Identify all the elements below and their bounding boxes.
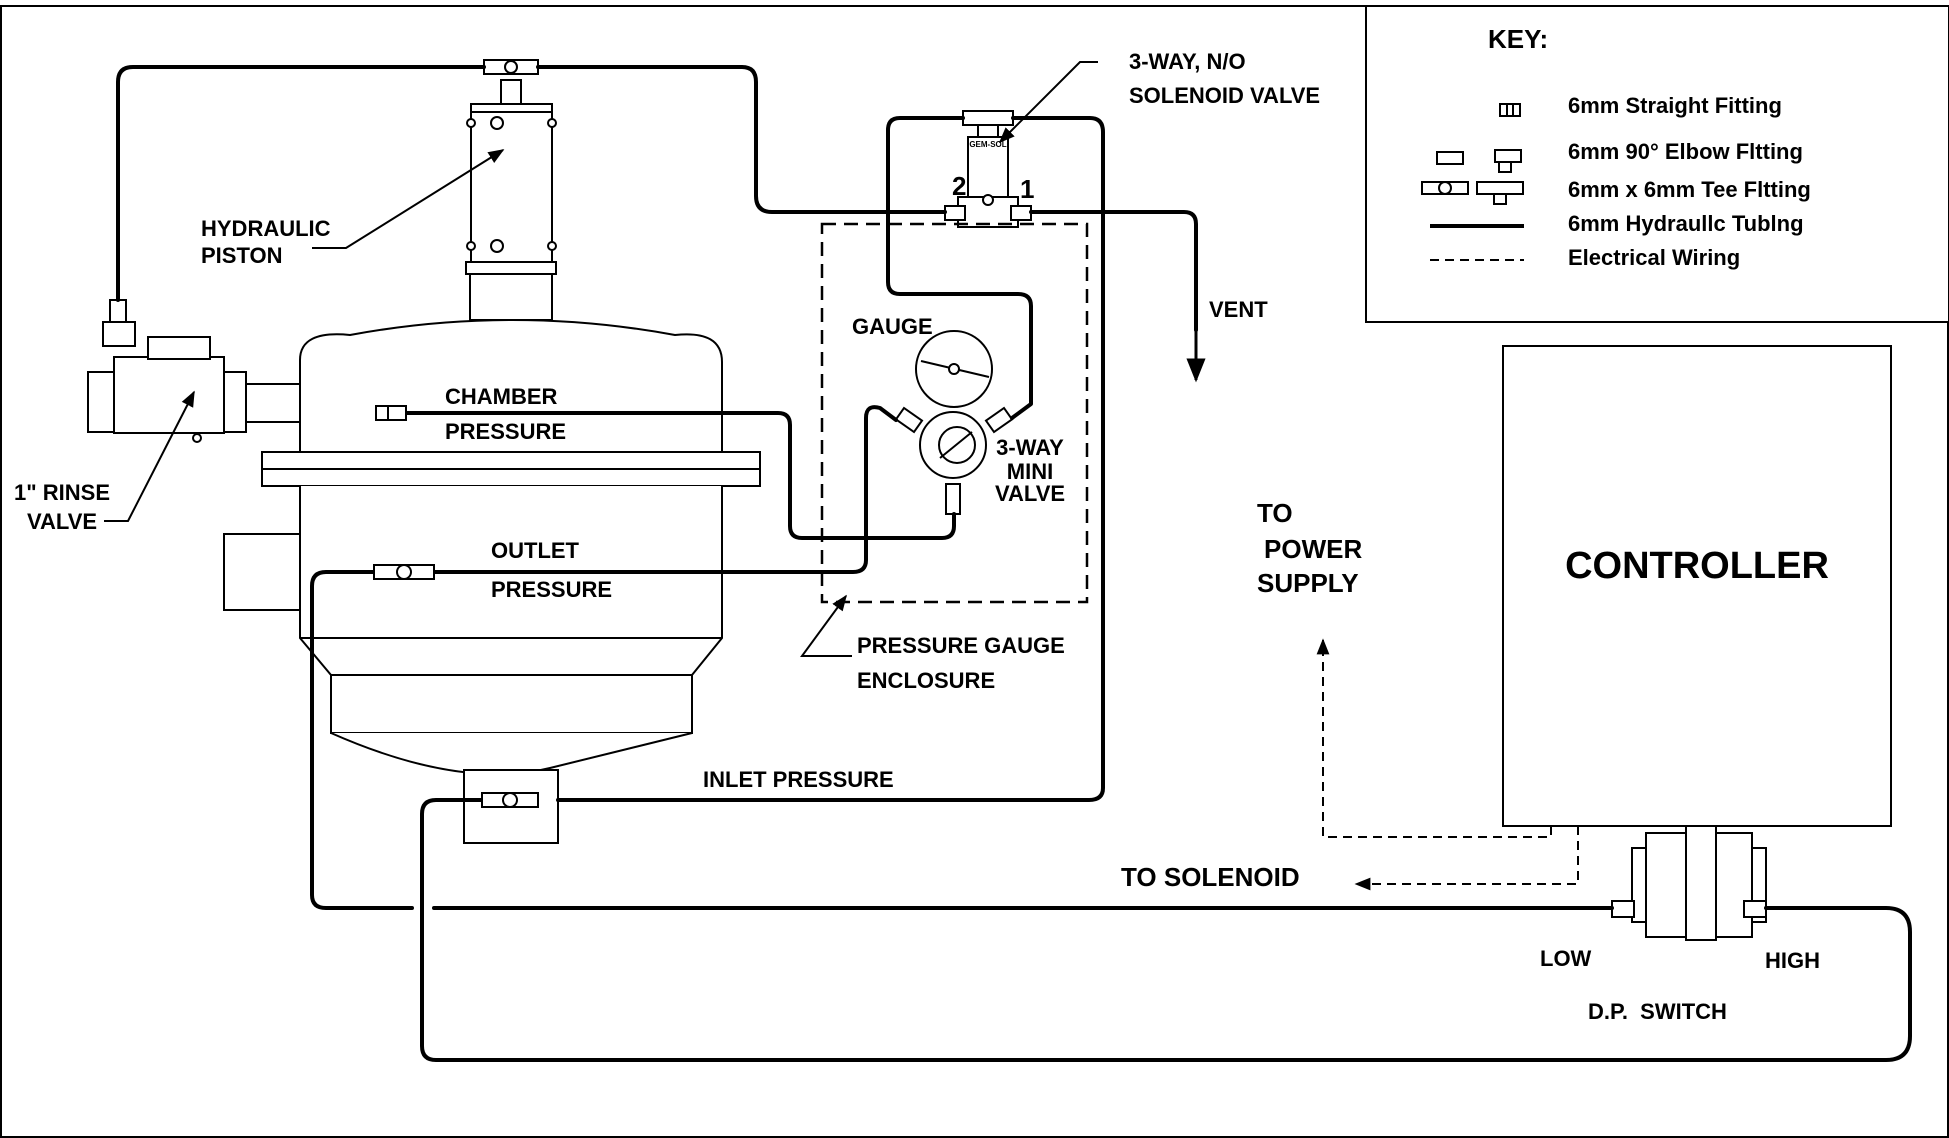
rinse-valve-label-1: 1" RINSE	[14, 480, 110, 505]
to-solenoid-label: TO SOLENOID	[1121, 862, 1300, 892]
solenoid-body-label: GEM-SOL	[969, 140, 1006, 149]
enclosure-label-2: ENCLOSURE	[857, 668, 995, 693]
drawing-border	[0, 5, 1949, 1138]
elbow-fitting-icon	[1436, 149, 1522, 173]
hydraulic-piston-label-1: HYDRAULIC	[201, 216, 331, 241]
wire-to-solenoid	[1354, 826, 1579, 891]
tube-solenoid-to-mini-valve	[886, 210, 1033, 420]
rinse-valve-elbow-fitting-icon	[102, 321, 136, 347]
tube-solenoid-top-loop	[886, 116, 965, 214]
controller-box	[1502, 345, 1892, 827]
solenoid-top-fitting	[962, 110, 1014, 126]
rinse-valve-label-2: VALVE	[27, 509, 97, 534]
hydraulic-tubing	[116, 65, 1912, 1062]
tank-bottom-section	[330, 674, 693, 734]
tube-outlet-to-low	[310, 570, 414, 910]
dp-low-fitting	[1611, 900, 1635, 918]
mini-valve-label-1: 3-WAY	[996, 435, 1064, 460]
solenoid-port-2-fitting	[944, 205, 966, 221]
inlet-pressure-label: INLET PRESSURE	[703, 767, 894, 792]
piston-neck	[469, 271, 553, 321]
solenoid-port-1-label: 1	[1020, 174, 1034, 204]
rinse-valve-end-left	[87, 371, 115, 433]
high-label: HIGH	[1765, 948, 1820, 973]
key-item-elbow: 6mm 90° Elbow Fltting	[1568, 139, 1803, 164]
tank-bottom-dish	[330, 732, 693, 776]
vent-label: VENT	[1209, 297, 1268, 322]
piston-bolt-icon	[490, 116, 504, 130]
solenoid-port-2-label: 2	[952, 171, 966, 201]
tank-side-port-right	[244, 383, 301, 423]
power-supply-label-2: POWER	[1264, 534, 1362, 564]
key-item-tee: 6mm x 6mm Tee Fltting	[1568, 177, 1811, 202]
tee-fitting-icon	[1421, 181, 1524, 205]
mini-valve-bottom-fitting	[945, 483, 961, 515]
tube-chamber-pressure	[402, 411, 956, 540]
mini-valve-label-3: VALVE	[995, 481, 1065, 506]
pressure-gauge-enclosure	[820, 222, 1089, 604]
electrical-wiring	[1316, 638, 1579, 891]
outlet-pressure-label-1: OUTLET	[491, 538, 580, 563]
solenoid-port-1-fitting	[1010, 205, 1032, 221]
tube-piston-to-solenoid	[536, 65, 947, 214]
hydraulic-piston	[465, 59, 557, 321]
key-item-straight: 6mm Straight Fitting	[1568, 93, 1782, 118]
dp-switch-label: D.P. SWITCH	[1588, 999, 1727, 1024]
tube-outlet-pressure	[432, 405, 898, 574]
piston-bolt-icon	[490, 239, 504, 253]
key-title: KEY:	[1488, 24, 1548, 54]
tube-inlet-loop	[556, 116, 1105, 802]
key-item-tubing: 6mm Hydraullc Tublng	[1568, 211, 1804, 236]
solenoid-valve: GEM-SOL 2 1	[944, 110, 1034, 228]
key-legend: KEY: 6mm Straight Fitting 6mm 90° Elbow …	[1365, 5, 1949, 323]
rinse-valve-solenoid	[147, 336, 211, 360]
power-supply-label-1: TO	[1257, 498, 1293, 528]
rinse-valve	[87, 299, 247, 443]
mini-valve-label-2: MINI	[1007, 459, 1053, 484]
enclosure-label-1: PRESSURE GAUGE	[857, 633, 1065, 658]
tube-fittings	[373, 405, 539, 808]
gauge-label: GAUGE	[852, 314, 933, 339]
key-item-wiring: Electrical Wiring	[1568, 245, 1740, 270]
low-label: LOW	[1540, 946, 1592, 971]
hydraulic-piston-label-2: PISTON	[201, 243, 283, 268]
piston-top-fitting	[500, 79, 522, 105]
chamber-straight-fitting-icon	[375, 405, 407, 421]
dp-high-fitting	[1743, 900, 1767, 918]
tube-inlet-to-high	[420, 798, 1912, 1062]
filter-tank	[223, 319, 761, 844]
rinse-valve-end-right	[223, 371, 247, 433]
piston-base-plate	[465, 261, 557, 275]
piston-cylinder	[470, 103, 553, 263]
tank-side-port-left	[223, 533, 301, 611]
dp-switch	[1611, 825, 1767, 941]
tube-port1-to-vent	[1029, 210, 1198, 332]
rinse-valve-body	[113, 356, 225, 434]
outlet-pressure-label-2: PRESSURE	[491, 577, 612, 602]
tube-rinse-to-piston	[116, 65, 486, 302]
solenoid-valve-label-1: 3-WAY, N/O	[1129, 49, 1246, 74]
straight-fitting-icon	[1499, 103, 1521, 117]
chamber-pressure-label-1: CHAMBER	[445, 384, 558, 409]
solenoid-valve-label-2: SOLENOID VALVE	[1129, 83, 1320, 108]
controller: CONTROLLER	[1502, 345, 1892, 827]
chamber-pressure-label-2: PRESSURE	[445, 419, 566, 444]
enclosure-dashed-box	[820, 222, 1089, 604]
power-supply-label-3: SUPPLY	[1257, 568, 1359, 598]
leader-lines	[104, 61, 1098, 657]
labels: 3-WAY, N/O SOLENOID VALVE HYDRAULIC PIST…	[14, 49, 1820, 1024]
controller-label: CONTROLLER	[1565, 545, 1829, 587]
wire-to-power-supply	[1316, 638, 1552, 838]
